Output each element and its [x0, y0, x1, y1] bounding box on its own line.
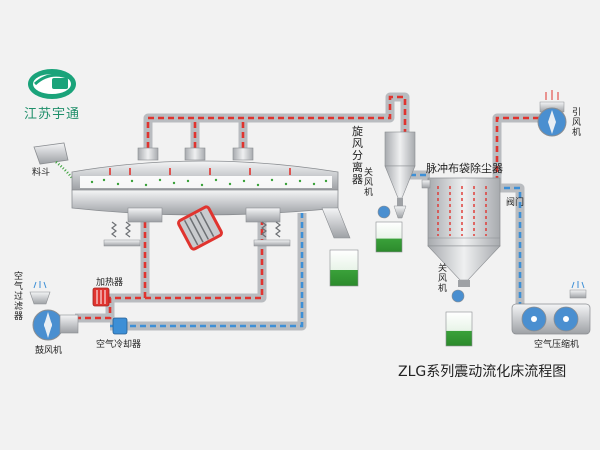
company-logo	[28, 69, 76, 99]
blower-unit	[32, 309, 79, 341]
bag-filter-label: 脉冲布袋除尘器	[426, 162, 503, 175]
feed-hopper-label: 料斗	[32, 168, 51, 178]
exhaust-fan-unit	[537, 90, 567, 137]
heater-label: 加热器	[96, 278, 124, 288]
feed-hopper	[33, 142, 73, 179]
cyclone-label: 旋风分离器	[352, 125, 363, 186]
blower-label: 鼓风机	[35, 346, 63, 356]
airlock-2-label: 关风机	[438, 264, 448, 294]
company-name: 江苏宇通	[24, 107, 81, 122]
air-compressor-label: 空气压缩机	[534, 340, 580, 350]
air-cooler-unit	[112, 317, 128, 335]
exhaust-fan-label: 引风机	[572, 108, 582, 138]
valve-label: 阀门	[506, 198, 525, 208]
cyclone-separator	[375, 131, 416, 253]
air-filter-label: 空气过滤器	[14, 272, 24, 322]
air-filter-unit	[29, 281, 51, 305]
dryer-product-bin	[329, 249, 359, 287]
air-cooler-label: 空气冷却器	[96, 340, 142, 350]
airlock-1-label: 关风机	[364, 168, 374, 198]
heater-unit	[92, 287, 110, 307]
diagram-caption: ZLG系列震动流化床流程图	[398, 364, 567, 380]
pulse-bag-filter	[421, 177, 501, 347]
air-compressor-unit	[511, 281, 591, 335]
vibration-motor	[177, 205, 223, 251]
hot-air-flow	[75, 95, 552, 320]
